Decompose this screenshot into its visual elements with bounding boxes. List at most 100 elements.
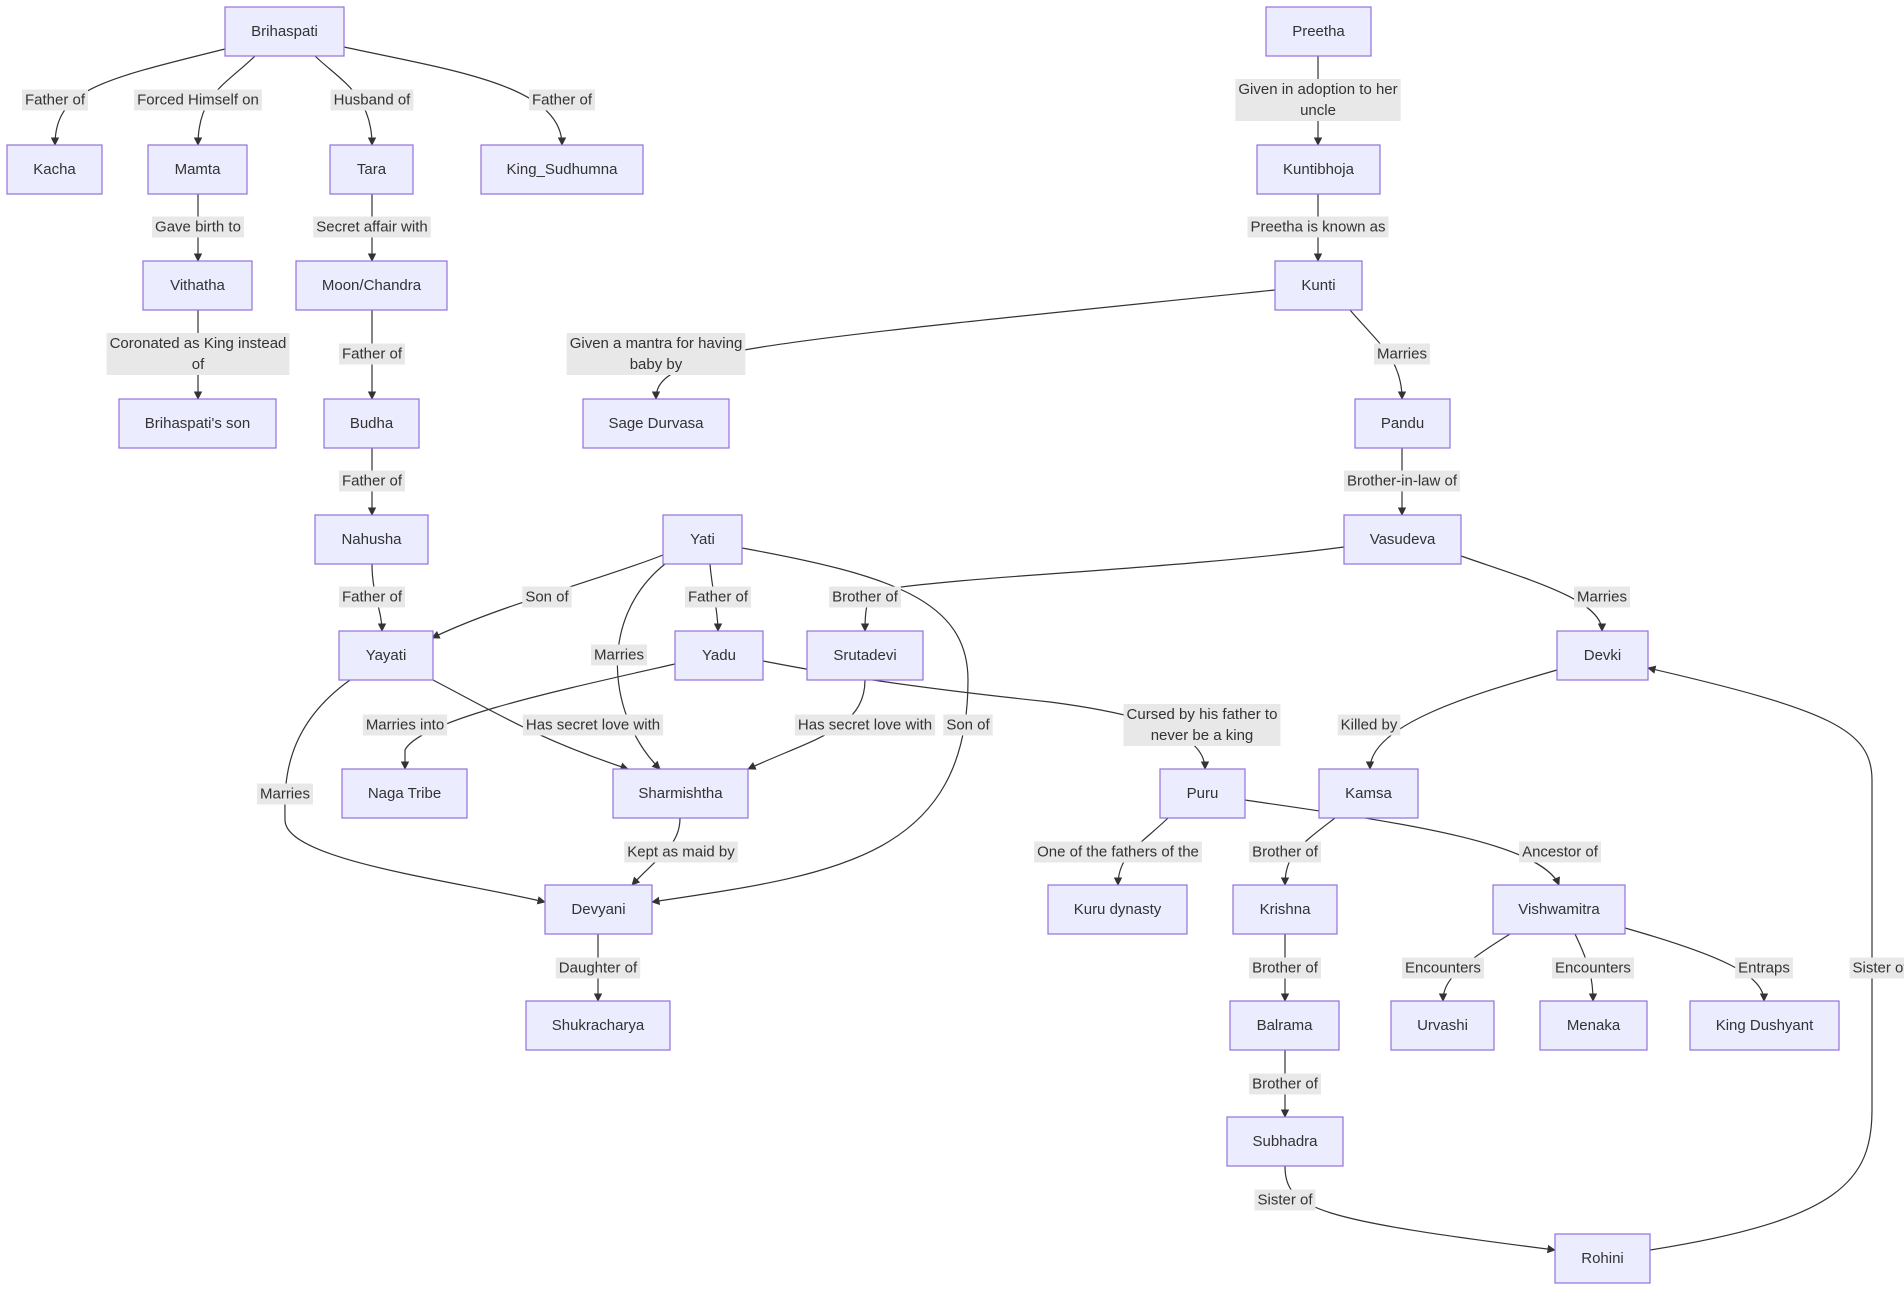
node-label: Krishna	[1260, 901, 1312, 918]
node-pandu: Pandu	[1354, 398, 1451, 449]
edge-puru-vishwamitra	[1244, 799, 1560, 886]
node-label: Kacha	[33, 161, 76, 178]
node-label: Vasudeva	[1370, 531, 1436, 548]
edge-label-puru-vishwamitra: Ancestor of	[1519, 841, 1601, 863]
node-label: Naga Tribe	[368, 785, 441, 802]
edge-label-tara-moon: Secret affair with	[313, 216, 431, 238]
edge-label-kunti-pandu: Marries	[1373, 343, 1431, 365]
node-box	[118, 398, 277, 449]
edge-label-text: Brother-in-law of	[1347, 473, 1458, 490]
edge-yayati-devyani	[284, 679, 546, 905]
edge-label-moon-budha: Father of	[338, 343, 406, 365]
edge-label-vasudeva-devki: Marries	[1573, 586, 1631, 608]
node-box	[1256, 144, 1381, 195]
node-box	[1226, 1116, 1344, 1167]
node-box	[674, 630, 764, 681]
edge-label-text: Encounters	[1555, 960, 1631, 977]
node-yati: Yati	[662, 514, 743, 565]
edge-label-text: Brother of	[1252, 1076, 1319, 1093]
node-box	[1159, 768, 1246, 819]
edge-label-text: Father of	[342, 473, 403, 490]
edge-label-text: Marries	[1577, 589, 1627, 606]
edge-label-text: Preetha is known as	[1250, 219, 1385, 236]
node-durvasa: Sage Durvasa	[582, 398, 730, 449]
edge-label-text: Given a mantra for having	[570, 335, 743, 352]
edge-label-text: Husband of	[334, 92, 412, 109]
node-label: Sharmishtha	[638, 785, 723, 802]
node-box	[6, 144, 103, 195]
node-vithatha: Vithatha	[142, 260, 253, 311]
node-label: Balrama	[1257, 1017, 1314, 1034]
edge-label-mamta-vithatha: Gave birth to	[152, 216, 244, 238]
node-label: King Dushyant	[1716, 1017, 1814, 1034]
node-puru: Puru	[1159, 768, 1246, 819]
edge-label-vishwamitra-dushyant: Entraps	[1735, 957, 1793, 979]
edge-label-text: Brother of	[1252, 960, 1319, 977]
node-label: Rohini	[1581, 1250, 1624, 1267]
edge-label-text: Given in adoption to her	[1238, 81, 1397, 98]
edge-label-text: Sister of	[1257, 1192, 1313, 1209]
edge-yadu-naga	[400, 663, 676, 770]
edge-label-kunti-durvasa: Given a mantra for having baby by	[566, 333, 746, 375]
node-dushyant: King Dushyant	[1689, 1000, 1840, 1051]
node-label: Kuru dynasty	[1074, 901, 1162, 918]
edge-label-text: Father of	[342, 589, 403, 606]
node-label: Urvashi	[1417, 1017, 1468, 1034]
edge-label-sharmishtha-devyani: Kept as maid by	[624, 841, 738, 863]
node-label: Menaka	[1567, 1017, 1621, 1034]
edge-label-yayati-devyani: Marries	[256, 783, 314, 805]
node-label: Yati	[690, 531, 715, 548]
node-box	[1047, 884, 1188, 935]
edge-yati-sharmishtha	[616, 563, 666, 770]
node-label: Devki	[1584, 647, 1622, 664]
edge-label-yati-sharmishtha: Marries	[590, 644, 648, 666]
edge-label-text: Brother of	[832, 589, 899, 606]
node-sharmishtha: Sharmishtha	[612, 768, 749, 819]
node-box	[612, 768, 749, 819]
edge-label-text: Father of	[25, 92, 86, 109]
node-box	[1229, 1000, 1340, 1051]
node-kamsa: Kamsa	[1318, 768, 1419, 819]
node-subhadra: Subhadra	[1226, 1116, 1344, 1167]
node-kacha: Kacha	[6, 144, 103, 195]
node-devyani: Devyani	[544, 884, 653, 935]
edge-label-text: never be a king	[1151, 727, 1254, 744]
node-label: Subhadra	[1252, 1133, 1318, 1150]
edge-label-text: Secret affair with	[316, 219, 427, 236]
edge-vishwamitra-dushyant	[1624, 927, 1769, 1002]
edge-kunti-durvasa	[651, 289, 1276, 400]
edge-label-text: Killed by	[1341, 717, 1398, 734]
node-nahusha: Nahusha	[314, 514, 429, 565]
edge-label-text: Encounters	[1405, 960, 1481, 977]
edge-label-text: baby by	[630, 356, 683, 373]
node-label: Brihaspati	[251, 23, 318, 40]
node-label: Pandu	[1381, 415, 1424, 432]
node-label: Puru	[1187, 785, 1219, 802]
node-box	[480, 144, 644, 195]
node-urvashi: Urvashi	[1390, 1000, 1495, 1051]
node-box	[1492, 884, 1626, 935]
node-label: Devyani	[571, 901, 625, 918]
edge-vasudeva-srutadevi	[860, 546, 1345, 632]
node-label: Vithatha	[170, 277, 225, 294]
node-label: Kuntibhoja	[1283, 161, 1355, 178]
edge-label-text: Marries	[594, 647, 644, 664]
node-box	[1539, 1000, 1648, 1051]
node-vishwamitra: Vishwamitra	[1492, 884, 1626, 935]
edge-label-text: Sister of	[1852, 960, 1904, 977]
node-kunti: Kunti	[1274, 260, 1363, 311]
edge-label-text: Son of	[525, 589, 569, 606]
edge-label-devyani-shukracharya: Daughter of	[555, 957, 641, 979]
node-preetha: Preetha	[1265, 6, 1372, 57]
node-box	[1390, 1000, 1495, 1051]
node-shukracharya: Shukracharya	[525, 1000, 671, 1051]
node-yayati: Yayati	[338, 630, 434, 681]
edge-label-yati-devyani: Son of	[943, 714, 993, 736]
node-label: Budha	[350, 415, 394, 432]
edge-label-nahusha-yayati: Father of	[338, 586, 406, 608]
node-label: Yadu	[702, 647, 736, 664]
node-box	[1265, 6, 1372, 57]
edge-label-text: Brother of	[1252, 844, 1319, 861]
node-mamta: Mamta	[147, 144, 248, 195]
node-box	[1343, 514, 1462, 565]
